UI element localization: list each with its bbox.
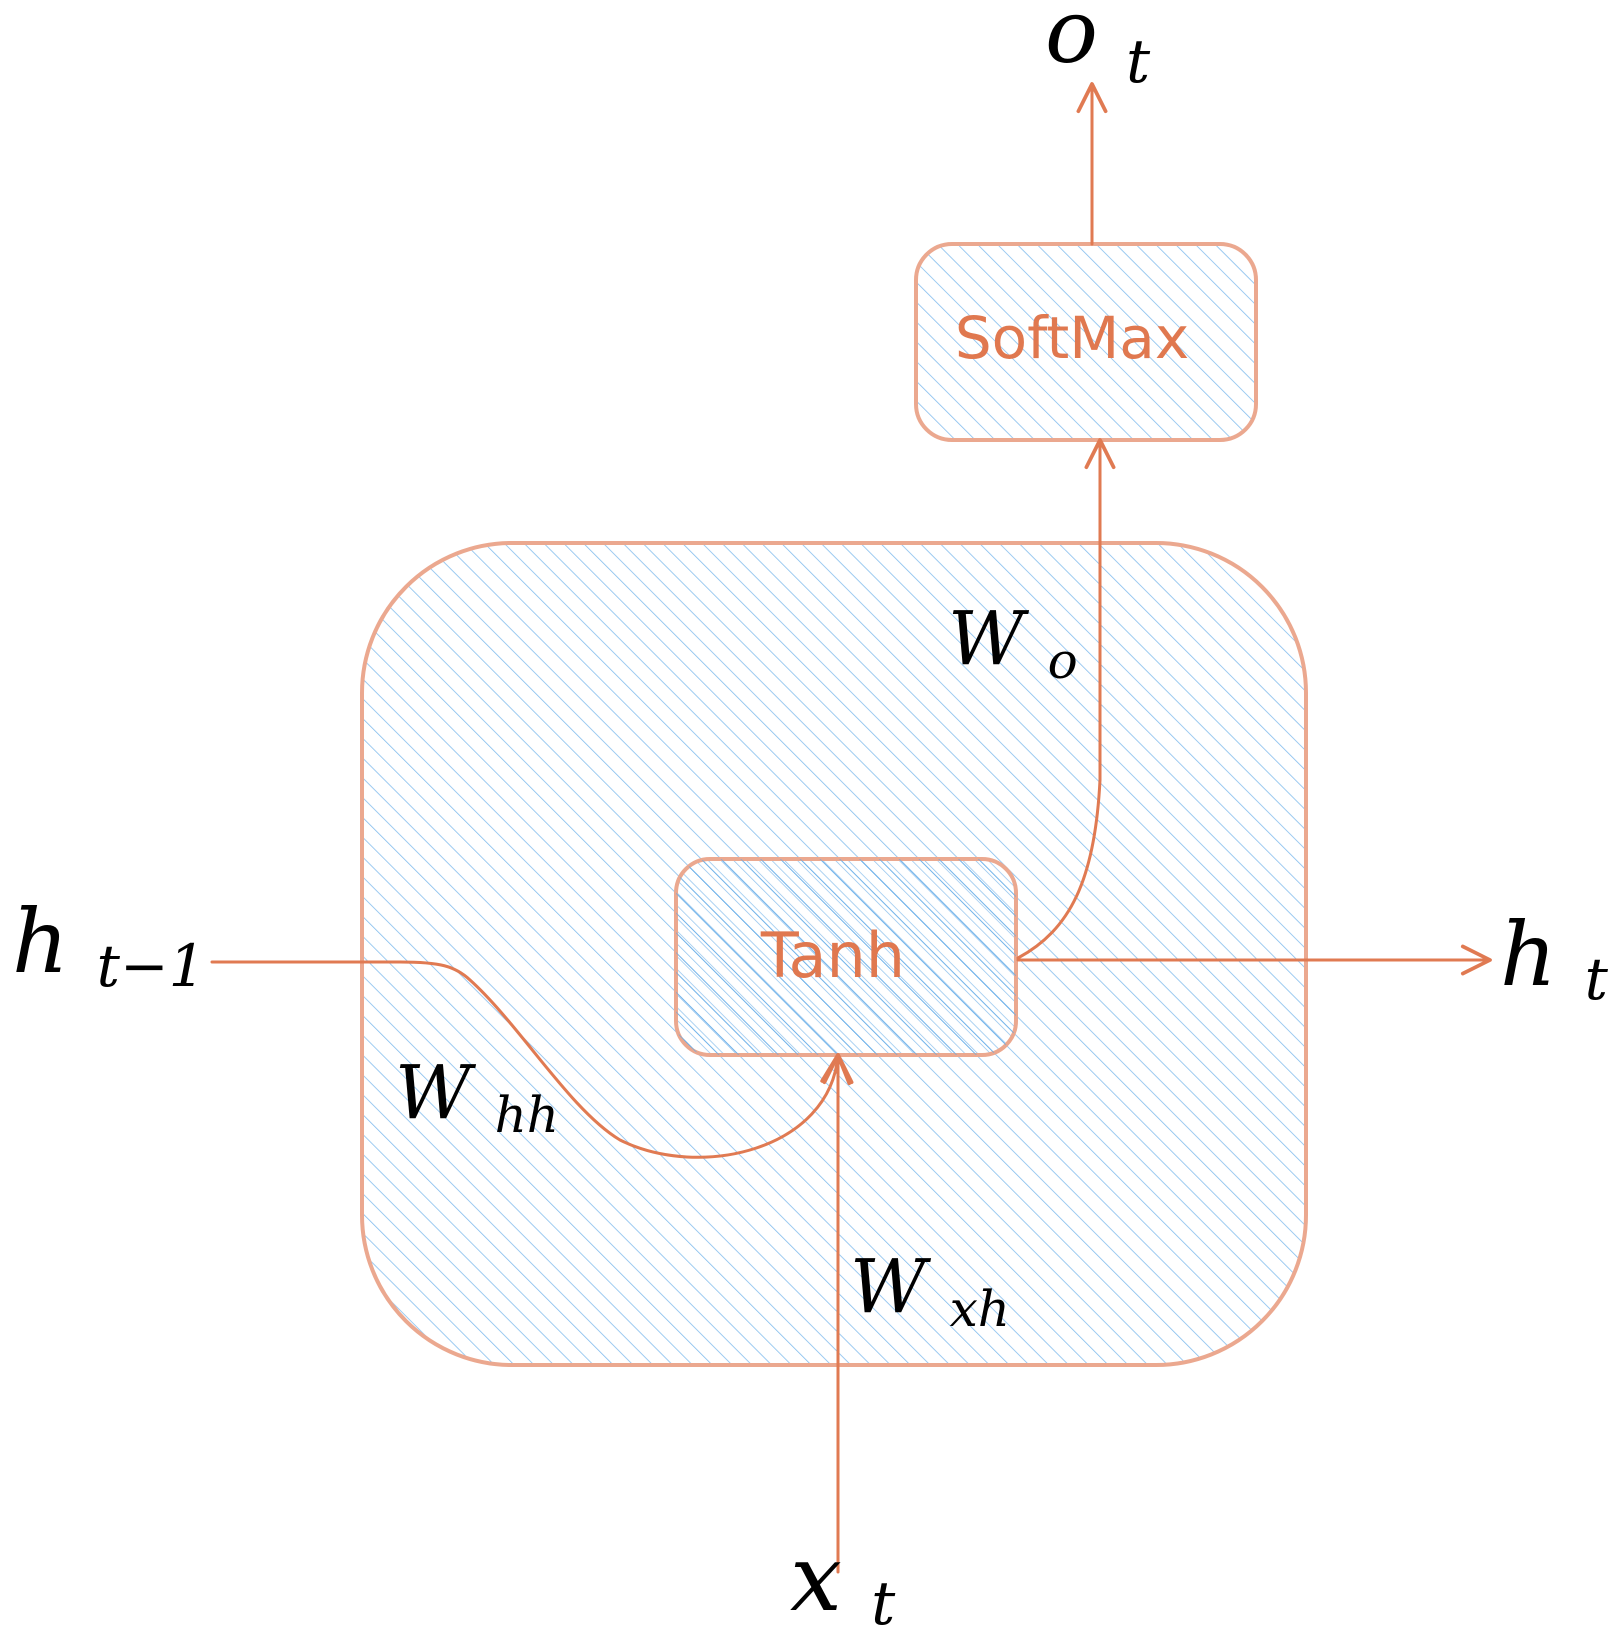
svg-text:h t: h t — [1500, 903, 1609, 1013]
svg-text:o t: o t — [1045, 0, 1151, 97]
x-input-label: x t — [790, 1525, 896, 1635]
svg-text:W xh: W xh — [850, 1244, 1010, 1338]
x-input-label-main: x — [790, 1525, 842, 1632]
w-hh-label: W hh — [395, 1050, 559, 1144]
w-xh-label: W xh — [850, 1244, 1010, 1338]
svg-text:h t−1: h t−1 — [12, 890, 205, 1000]
svg-text:x t: x t — [790, 1525, 896, 1635]
h-next-label-main: h — [1500, 903, 1557, 1006]
connections — [210, 82, 1492, 1574]
svg-text:W hh: W hh — [395, 1050, 559, 1144]
w-o-label-main: W — [948, 596, 1030, 682]
h-next-label-sub: t — [1585, 945, 1609, 1013]
h-prev-to-tanh-arrow — [210, 960, 852, 1159]
tanh-label: Tanh — [760, 919, 905, 992]
w-hh-label-main: W — [395, 1050, 477, 1136]
tanh-box: Tanh — [674, 857, 1018, 1057]
svg-text:W o: W o — [948, 596, 1078, 690]
h-prev-label: h t−1 — [12, 890, 205, 1000]
w-hh-label-sub: hh — [495, 1086, 559, 1144]
softmax-box: SoftMax — [914, 242, 1258, 442]
h-next-label: h t — [1500, 903, 1609, 1013]
softmax-label: SoftMax — [955, 304, 1189, 372]
output-label: o t — [1045, 0, 1151, 97]
output-label-sub: t — [1126, 27, 1151, 97]
h-prev-label-main: h — [12, 890, 69, 993]
w-o-label-sub: o — [1048, 632, 1078, 690]
w-o-label: W o — [948, 596, 1078, 690]
h-prev-label-sub: t−1 — [97, 932, 206, 1000]
w-xh-label-sub: xh — [950, 1280, 1010, 1338]
tanh-to-softmax-arrow — [1016, 438, 1116, 960]
output-label-main: o — [1045, 0, 1098, 83]
x-input-label-sub: t — [871, 1569, 896, 1635]
w-xh-label-main: W — [850, 1244, 932, 1330]
